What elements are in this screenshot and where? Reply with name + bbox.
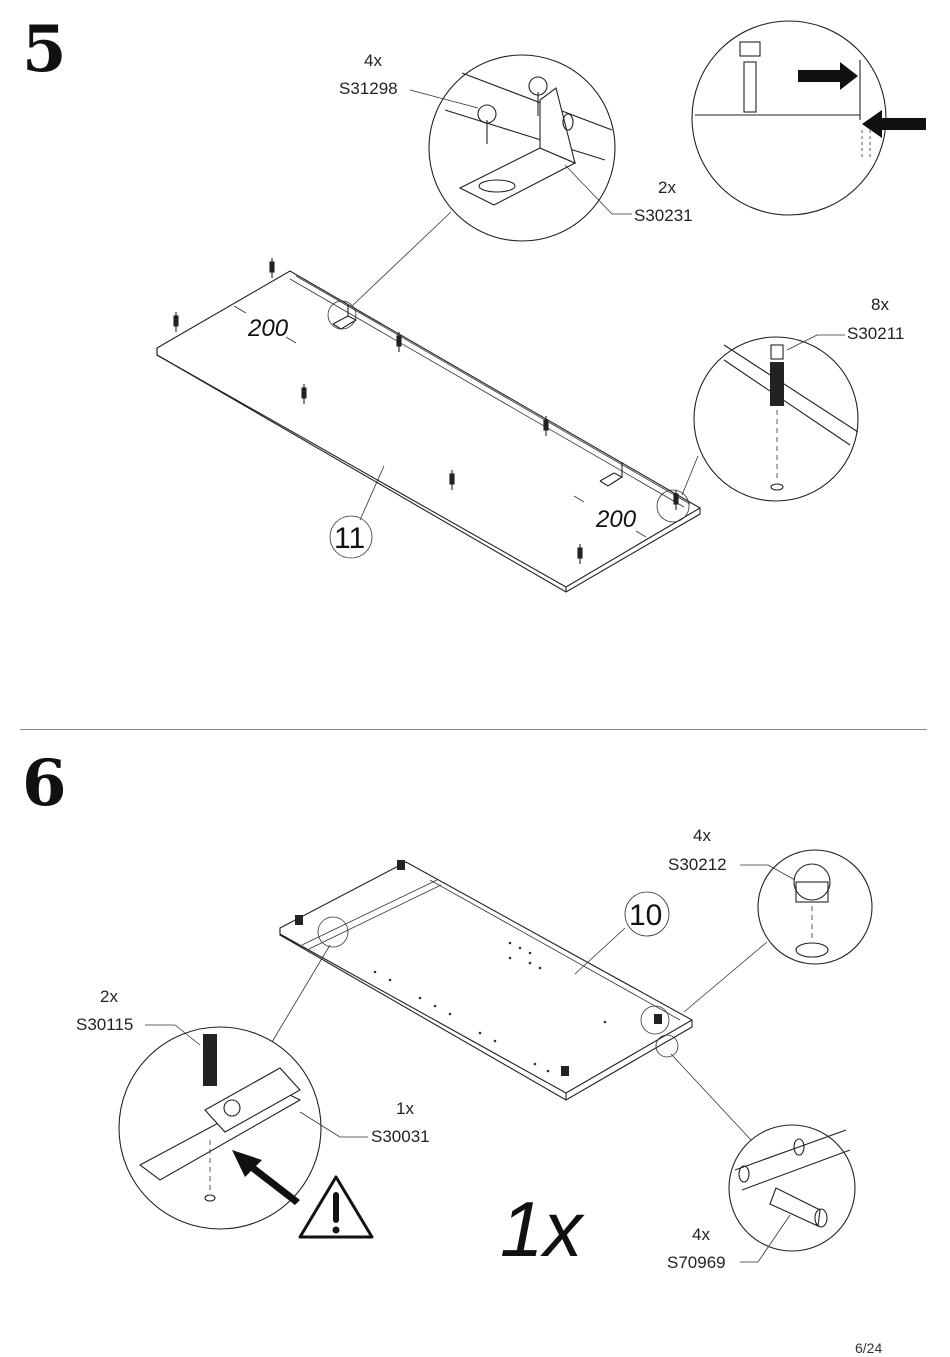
part-code-s31298: S31298 xyxy=(339,79,398,98)
step-number-6: 6 xyxy=(22,746,67,821)
part-qty-s31298: 4x xyxy=(364,51,382,70)
part-qty-s30211: 8x xyxy=(871,295,889,314)
panel-number-11: 11 xyxy=(334,522,365,555)
part-code-s30031: S30031 xyxy=(371,1127,430,1146)
step-divider xyxy=(20,729,927,730)
quantity-badge: 1x xyxy=(500,1185,583,1273)
step-number-5: 5 xyxy=(22,12,67,87)
runner-detail xyxy=(118,944,368,1230)
part-code-s70969: S70969 xyxy=(667,1253,726,1272)
panel-number-10: 10 xyxy=(629,899,662,932)
panel-10-drawing xyxy=(279,860,694,1101)
push-detail xyxy=(691,20,926,216)
part-code-s30212: S30212 xyxy=(668,855,727,874)
part-code-s30211: S30211 xyxy=(847,324,905,343)
cam-bolt-detail xyxy=(681,334,859,502)
part-qty-s30031: 1x xyxy=(396,1099,414,1118)
part-code-s30115: S30115 xyxy=(76,1015,134,1034)
warning-triangle-icon xyxy=(298,1175,374,1239)
page-number: 6/24 xyxy=(855,1340,883,1356)
part-qty-s70969: 4x xyxy=(692,1225,710,1244)
part-qty-s30231: 2x xyxy=(658,178,676,197)
cam-lock-detail xyxy=(683,849,873,1013)
panel-11-drawing xyxy=(156,258,702,593)
part-qty-s30212: 4x xyxy=(693,826,711,845)
dimension-label-1: 200 xyxy=(247,315,289,342)
bracket-detail xyxy=(352,54,632,306)
part-qty-s30115: 2x xyxy=(100,987,118,1006)
part-code-s30231: S30231 xyxy=(634,206,693,225)
dimension-label-2: 200 xyxy=(595,506,637,533)
dowel-detail xyxy=(670,1053,856,1263)
